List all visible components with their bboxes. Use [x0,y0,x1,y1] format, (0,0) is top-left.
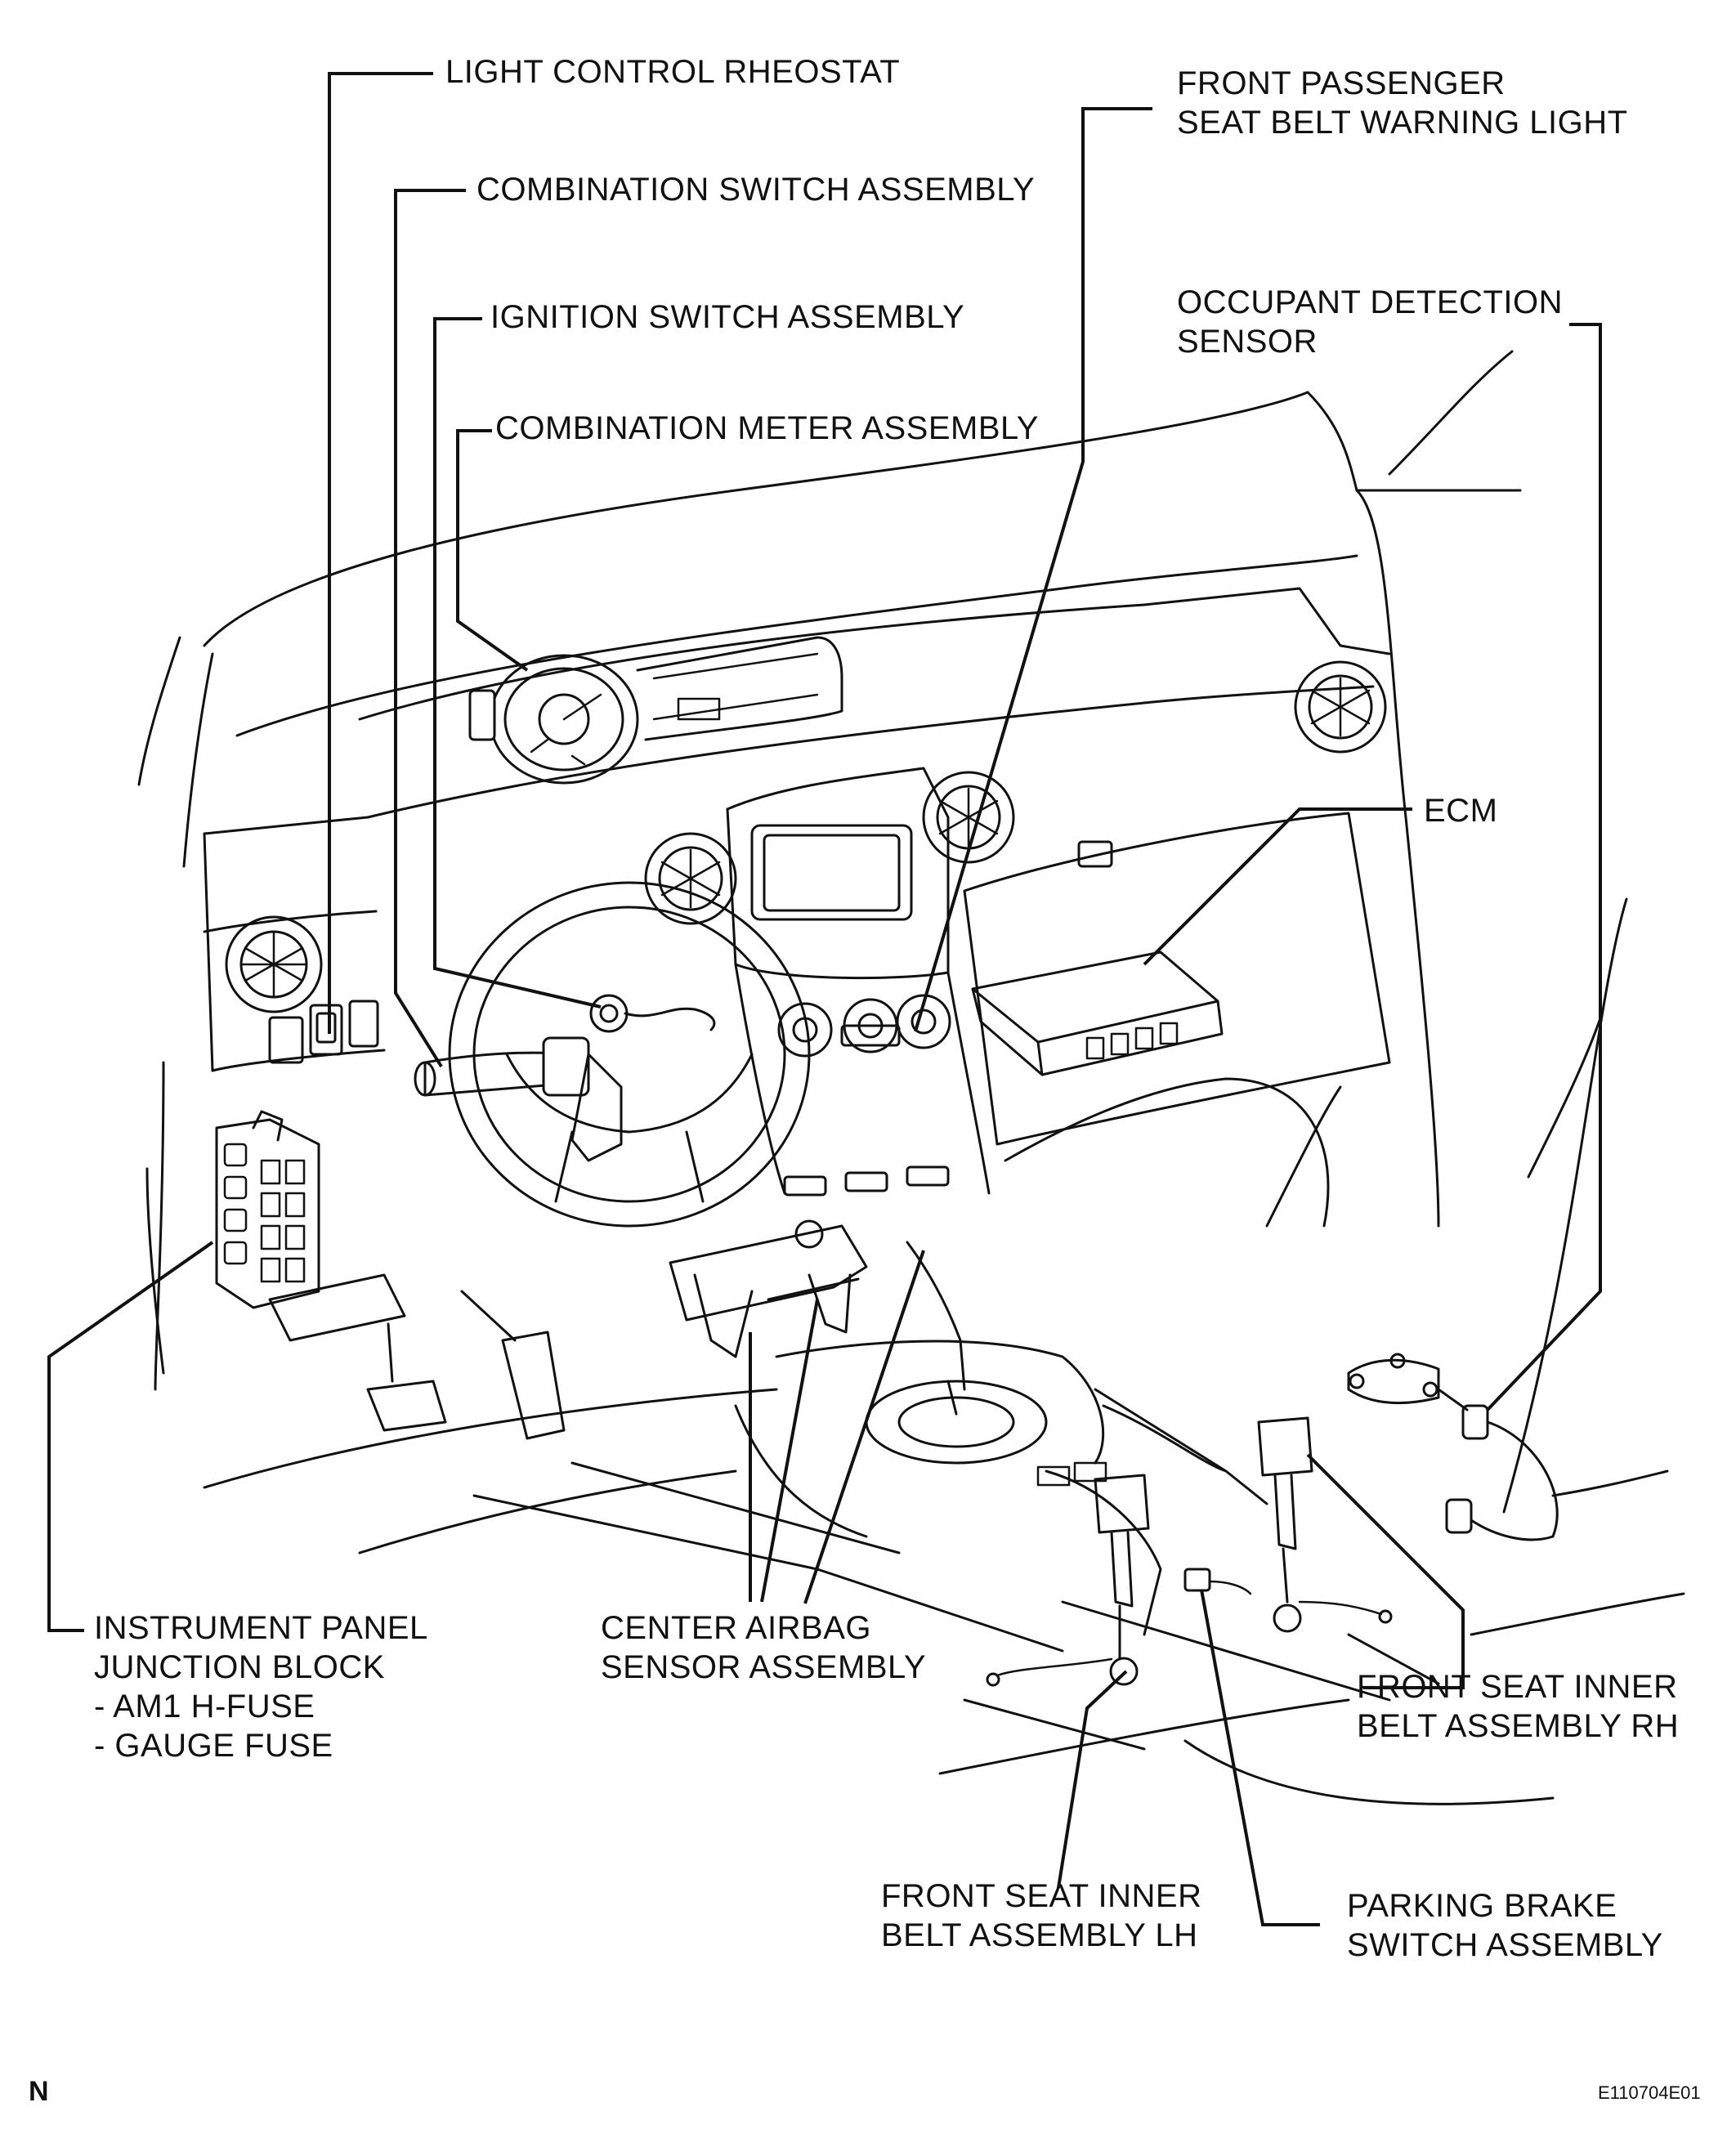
label-junction-block-line1: INSTRUMENT PANEL [94,1610,428,1646]
corner-mark: N [29,2076,49,2107]
vent-left [225,915,323,1013]
label-front-passenger-line1: FRONT PASSENGER [1177,65,1506,101]
label-front-passenger-line2: SEAT BELT WARNING LIGHT [1177,105,1628,141]
ecm-drawing [971,951,1224,1076]
label-belt-rh-line1: FRONT SEAT INNER [1357,1669,1678,1705]
parking-brake-switch-drawing [1183,1568,1252,1595]
center-airbag-sensor-drawing [669,1219,868,1358]
label-occupant-detection-line1: OCCUPANT DETECTION [1177,284,1563,320]
label-belt-lh-line2: BELT ASSEMBLY LH [881,1917,1198,1953]
label-belt-lh-line1: FRONT SEAT INNER [881,1878,1202,1914]
label-ignition-switch: IGNITION SWITCH ASSEMBLY [490,299,965,335]
dashboard-outline [137,350,1628,1514]
leader-lines [47,72,1602,1926]
light-control-rheostat-drawing [268,1000,379,1064]
label-center-airbag-line1: CENTER AIRBAG [601,1610,872,1646]
label-junction-block-line3: - AM1 H-FUSE [94,1689,315,1724]
label-junction-block-line4: - GAUGE FUSE [94,1728,333,1764]
label-light-control-rheostat: LIGHT CONTROL RHEOSTAT [445,54,901,90]
vent-center-left [644,832,737,925]
label-occupant-detection-line2: SENSOR [1177,324,1318,360]
steering-wheel-drawing [414,881,811,1228]
combination-meter-drawing [468,636,843,785]
label-center-airbag-line2: SENSOR ASSEMBLY [601,1649,927,1685]
vent-right [1294,660,1387,754]
figure-code: E110704E01 [1598,2082,1701,2103]
label-combination-meter: COMBINATION METER ASSEMBLY [495,410,1039,446]
label-combination-switch: COMBINATION SWITCH ASSEMBLY [477,172,1036,208]
label-parking-brake-line1: PARKING BRAKE [1347,1888,1617,1924]
console-drawing [734,1241,1268,1636]
junction-block-drawing [215,1110,320,1309]
occupant-detection-sensor-drawing [1347,1353,1559,1541]
label-parking-brake-line2: SWITCH ASSEMBLY [1347,1927,1663,1963]
label-belt-rh-line2: BELT ASSEMBLY RH [1357,1708,1680,1744]
label-junction-block-line2: JUNCTION BLOCK [94,1649,385,1685]
label-ecm: ECM [1424,793,1498,829]
seat-belt-rh-drawing [1257,1416,1393,1633]
seat-belt-lh-drawing [986,1474,1150,1687]
floor-lines [203,1388,1685,1805]
vent-center-right [922,771,1015,864]
pedals-drawing [268,1273,566,1440]
